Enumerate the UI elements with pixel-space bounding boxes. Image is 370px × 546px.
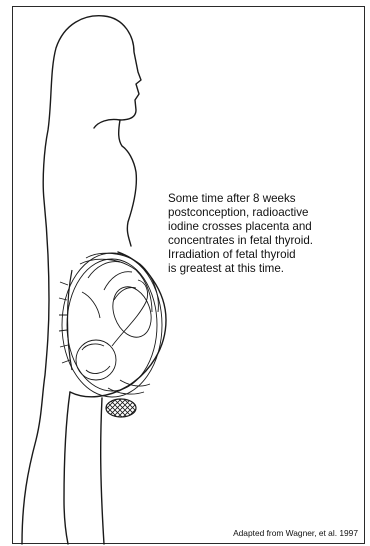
source-credit: Adapted from Wagner, et al. 1997: [233, 528, 358, 538]
caption-line: concentrates in fetal thyroid.: [168, 234, 363, 248]
caption-line: Irradiation of fetal thyroid: [168, 248, 363, 262]
uterus-with-fetus: [59, 253, 162, 397]
caption-line: iodine crosses placenta and: [168, 220, 363, 234]
caption-line: is greatest at this time.: [168, 262, 363, 276]
caption-text: Some time after 8 weeks postconception, …: [168, 192, 363, 276]
caption-line: postconception, radioactive: [168, 206, 363, 220]
caption-line: Some time after 8 weeks: [168, 192, 363, 206]
hatched-organ: [106, 399, 136, 417]
